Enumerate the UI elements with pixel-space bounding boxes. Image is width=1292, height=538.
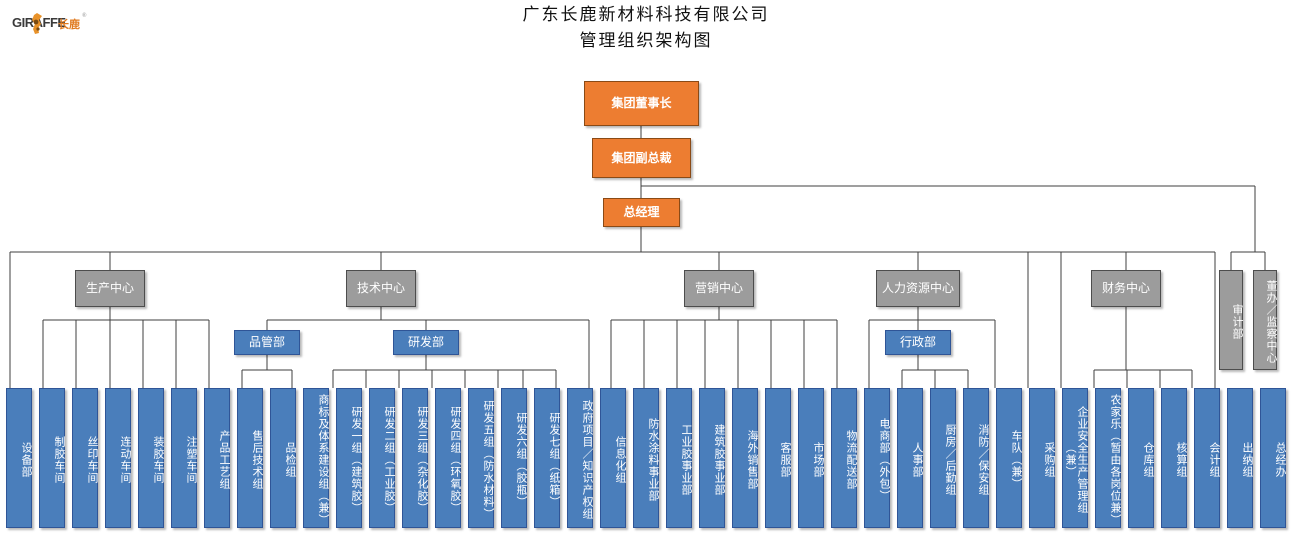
node-technology-center[interactable]: 技术中心 xyxy=(346,270,416,307)
node-rd-group-6[interactable]: 研发六组（胶瓶） xyxy=(501,388,527,528)
node-accounting-group[interactable]: 会计组 xyxy=(1194,388,1220,528)
node-quality-control-dept[interactable]: 品管部 xyxy=(234,330,300,355)
node-purchasing-group[interactable]: 采购组 xyxy=(1029,388,1055,528)
node-finance-center[interactable]: 财务中心 xyxy=(1091,270,1161,307)
node-trademark-system-group[interactable]: 商标及体系建设组（兼） xyxy=(303,388,329,528)
node-logistics-delivery-dept[interactable]: 物流配送部 xyxy=(831,388,857,528)
node-waterproof-coating-bu[interactable]: 防水涂料事业部 xyxy=(633,388,659,528)
node-rd-group-5[interactable]: 研发五组（防水材料） xyxy=(468,388,494,528)
registered-trademark-icon: ® xyxy=(82,13,87,19)
node-glue-filling-workshop[interactable]: 装胶车间 xyxy=(138,388,164,528)
node-injection-workshop[interactable]: 注塑车间 xyxy=(171,388,197,528)
node-linkage-workshop[interactable]: 连动车间 xyxy=(105,388,131,528)
node-personnel-dept[interactable]: 人事部 xyxy=(897,388,923,528)
giraffe-icon xyxy=(32,13,42,34)
node-fleet-group[interactable]: 车队（兼） xyxy=(996,388,1022,528)
node-construction-adhesive-bu[interactable]: 建筑胶事业部 xyxy=(699,388,725,528)
node-production-center[interactable]: 生产中心 xyxy=(75,270,145,307)
node-administration-dept[interactable]: 行政部 xyxy=(885,330,951,355)
node-warehouse-group[interactable]: 仓库组 xyxy=(1128,388,1154,528)
company-logo: GIRAFFE 长鹿 ® xyxy=(12,12,90,36)
logo-chinese-name: 长鹿 xyxy=(58,19,80,31)
title-line-1: 广东长鹿新材料科技有限公司 xyxy=(522,5,770,24)
node-after-sales-tech-group[interactable]: 售后技术组 xyxy=(237,388,263,528)
node-gov-project-ip-group[interactable]: 政府项目／知识产权组 xyxy=(567,388,593,528)
node-overseas-sales-dept[interactable]: 海外销售部 xyxy=(732,388,758,528)
node-rd-group-7[interactable]: 研发七组（纸箱） xyxy=(534,388,560,528)
node-board-supervision-center[interactable]: 董办／监察中心 xyxy=(1253,270,1277,370)
node-quality-inspection-group[interactable]: 品检组 xyxy=(270,388,296,528)
page-title: 广东长鹿新材料科技有限公司 管理组织架构图 xyxy=(0,2,1292,55)
node-kitchen-logistics-group[interactable]: 厨房／后勤组 xyxy=(930,388,956,528)
node-chairman[interactable]: 集团董事长 xyxy=(584,81,699,126)
node-marketing-center[interactable]: 营销中心 xyxy=(684,270,754,307)
node-rd-group-1[interactable]: 研发一组（建筑胶） xyxy=(336,388,362,528)
node-fire-security-group[interactable]: 消防／保安组 xyxy=(963,388,989,528)
node-product-process-group[interactable]: 产品工艺组 xyxy=(204,388,230,528)
node-industrial-adhesive-bu[interactable]: 工业胶事业部 xyxy=(666,388,692,528)
node-ecommerce-dept[interactable]: 电商部（外包） xyxy=(864,388,890,528)
node-equipment-dept[interactable]: 设备部 xyxy=(6,388,32,528)
node-general-manager[interactable]: 总经理 xyxy=(603,198,680,227)
node-rd-group-3[interactable]: 研发三组（杂化胶） xyxy=(402,388,428,528)
node-rd-group-2[interactable]: 研发二组（工业胶） xyxy=(369,388,395,528)
node-farmhouse-group[interactable]: 农家乐（暂由各岗位兼） xyxy=(1095,388,1121,528)
node-customer-service-dept[interactable]: 客服部 xyxy=(765,388,791,528)
title-line-2: 管理组织架构图 xyxy=(579,31,713,51)
node-rd-dept[interactable]: 研发部 xyxy=(393,330,459,355)
node-vice-president[interactable]: 集团副总裁 xyxy=(592,138,691,178)
node-gm-office[interactable]: 总经办 xyxy=(1260,388,1286,528)
node-informatization-group[interactable]: 信息化组 xyxy=(600,388,626,528)
node-marketing-dept[interactable]: 市场部 xyxy=(798,388,824,528)
node-hr-center[interactable]: 人力资源中心 xyxy=(876,270,960,307)
node-glue-making-workshop[interactable]: 制胶车间 xyxy=(39,388,65,528)
node-cashier-group[interactable]: 出纳组 xyxy=(1227,388,1253,528)
node-accounting-calc-group[interactable]: 核算组 xyxy=(1161,388,1187,528)
node-silk-screen-workshop[interactable]: 丝印车间 xyxy=(72,388,98,528)
node-safety-production-group[interactable]: 企业安全生产管理组（兼） xyxy=(1062,388,1088,528)
node-audit-dept[interactable]: 审计部 xyxy=(1219,270,1243,370)
node-rd-group-4[interactable]: 研发四组（环氧胶） xyxy=(435,388,461,528)
